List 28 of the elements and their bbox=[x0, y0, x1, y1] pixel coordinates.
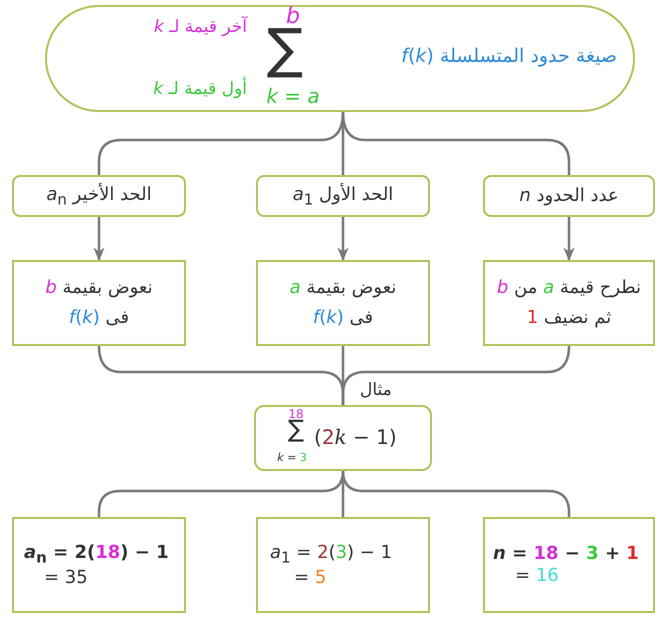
arrow bbox=[337, 217, 349, 262]
process-card bbox=[256, 517, 430, 613]
connector-line bbox=[98, 112, 344, 175]
connector-line bbox=[98, 470, 344, 517]
lower-limit: k = a bbox=[265, 84, 321, 108]
equation-text: a$_{n}$ = 2(18) − 1 bbox=[23, 542, 170, 566]
process-card bbox=[256, 175, 430, 217]
process-card bbox=[12, 175, 186, 217]
equation-result: = 5 bbox=[293, 566, 328, 588]
equation-text: a$_{1}$ = 2(3) − 1 bbox=[269, 542, 394, 566]
process-card bbox=[12, 517, 186, 613]
equation-result: = 35 bbox=[43, 566, 89, 588]
lower-limit: k = 3 bbox=[276, 451, 308, 464]
process-card bbox=[12, 260, 186, 346]
process-card bbox=[483, 260, 655, 346]
connector-line bbox=[342, 112, 570, 175]
arrow bbox=[93, 217, 105, 262]
connector-line bbox=[342, 470, 570, 517]
process-card bbox=[483, 175, 655, 217]
arrow bbox=[563, 217, 575, 262]
process-card bbox=[483, 517, 655, 613]
process-card bbox=[256, 260, 430, 346]
connector-line bbox=[342, 346, 570, 405]
formula-text: (2k − 1) bbox=[314, 425, 398, 449]
equation-result: = 16 bbox=[514, 565, 560, 587]
process-card bbox=[254, 405, 432, 471]
equation-text: n = 18 − 3 + 1 bbox=[492, 543, 640, 565]
example-label: مثال bbox=[360, 380, 392, 400]
